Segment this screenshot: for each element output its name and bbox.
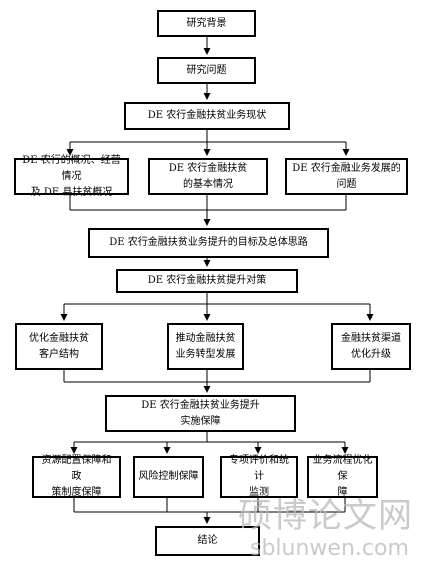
node-label: DE 农行金融扶贫 的基本情况 [168, 162, 248, 190]
node-research-background: 研究背景 [157, 10, 256, 37]
node-implementation-guarantee: DE 农行金融扶贫业务提升 实施保障 [105, 395, 296, 432]
node-label: DE 农行金融扶贫提升对策 [147, 275, 267, 286]
node-research-problem: 研究问题 [157, 57, 256, 84]
node-label: 专项评价和统计 监测 [229, 455, 289, 498]
node-overview: DE 农行的概况、经营情况 及 DE 县扶贫概况 [14, 155, 129, 198]
node-label: 研究问题 [186, 64, 227, 76]
node-label: 金融扶贫渠道 优化升级 [341, 332, 401, 360]
node-basic-situation: DE 农行金融扶贫 的基本情况 [148, 158, 268, 195]
node-label: 研究背景 [186, 17, 227, 29]
node-label: DE 农行金融业务发展的 问题 [292, 162, 401, 190]
node-label: 业务流程优化保 障 [312, 455, 373, 498]
node-goals-approach: DE 农行金融扶贫业务提升的目标及总体思路 [88, 228, 329, 258]
node-process-optimization: 业务流程优化保 障 [307, 455, 378, 498]
node-label: 推动金融扶贫 业务转型发展 [175, 332, 236, 360]
node-evaluation-monitoring: 专项评价和统计 监测 [220, 455, 298, 498]
node-development-problems: DE 农行金融业务发展的 问题 [285, 158, 408, 195]
watermark-logo-text: 硕博论文网 [238, 496, 413, 536]
node-business-transformation: 推动金融扶贫 业务转型发展 [167, 323, 244, 370]
node-risk-control-guarantee: 风险控制保障 [133, 456, 204, 498]
node-label: DE 农行的概况、经营情况 及 DE 县扶贫概况 [22, 154, 121, 198]
node-label: 资源配置保障和政 策制度保障 [41, 455, 112, 498]
node-label: 优化金融扶贫 客户结构 [29, 332, 89, 360]
node-channel-upgrade: 金融扶贫渠道 优化升级 [331, 323, 411, 370]
node-current-status: DE 农行金融扶贫业务现状 [124, 102, 290, 130]
node-label: DE 农行金融扶贫业务现状 [147, 110, 267, 121]
node-resource-policy-guarantee: 资源配置保障和政 策制度保障 [32, 455, 121, 498]
node-label: 风险控制保障 [138, 471, 199, 482]
node-customer-structure: 优化金融扶贫 客户结构 [15, 323, 103, 370]
node-label: 结论 [197, 535, 218, 546]
node-conclusion: 结论 [155, 526, 260, 556]
watermark-url: sblunwen.com [250, 536, 409, 561]
node-label: DE 农行金融扶贫业务提升的目标及总体思路 [109, 237, 308, 248]
node-label: DE 农行金融扶贫业务提升 实施保障 [141, 399, 260, 427]
node-improvement-strategy: DE 农行金融扶贫提升对策 [116, 269, 298, 293]
